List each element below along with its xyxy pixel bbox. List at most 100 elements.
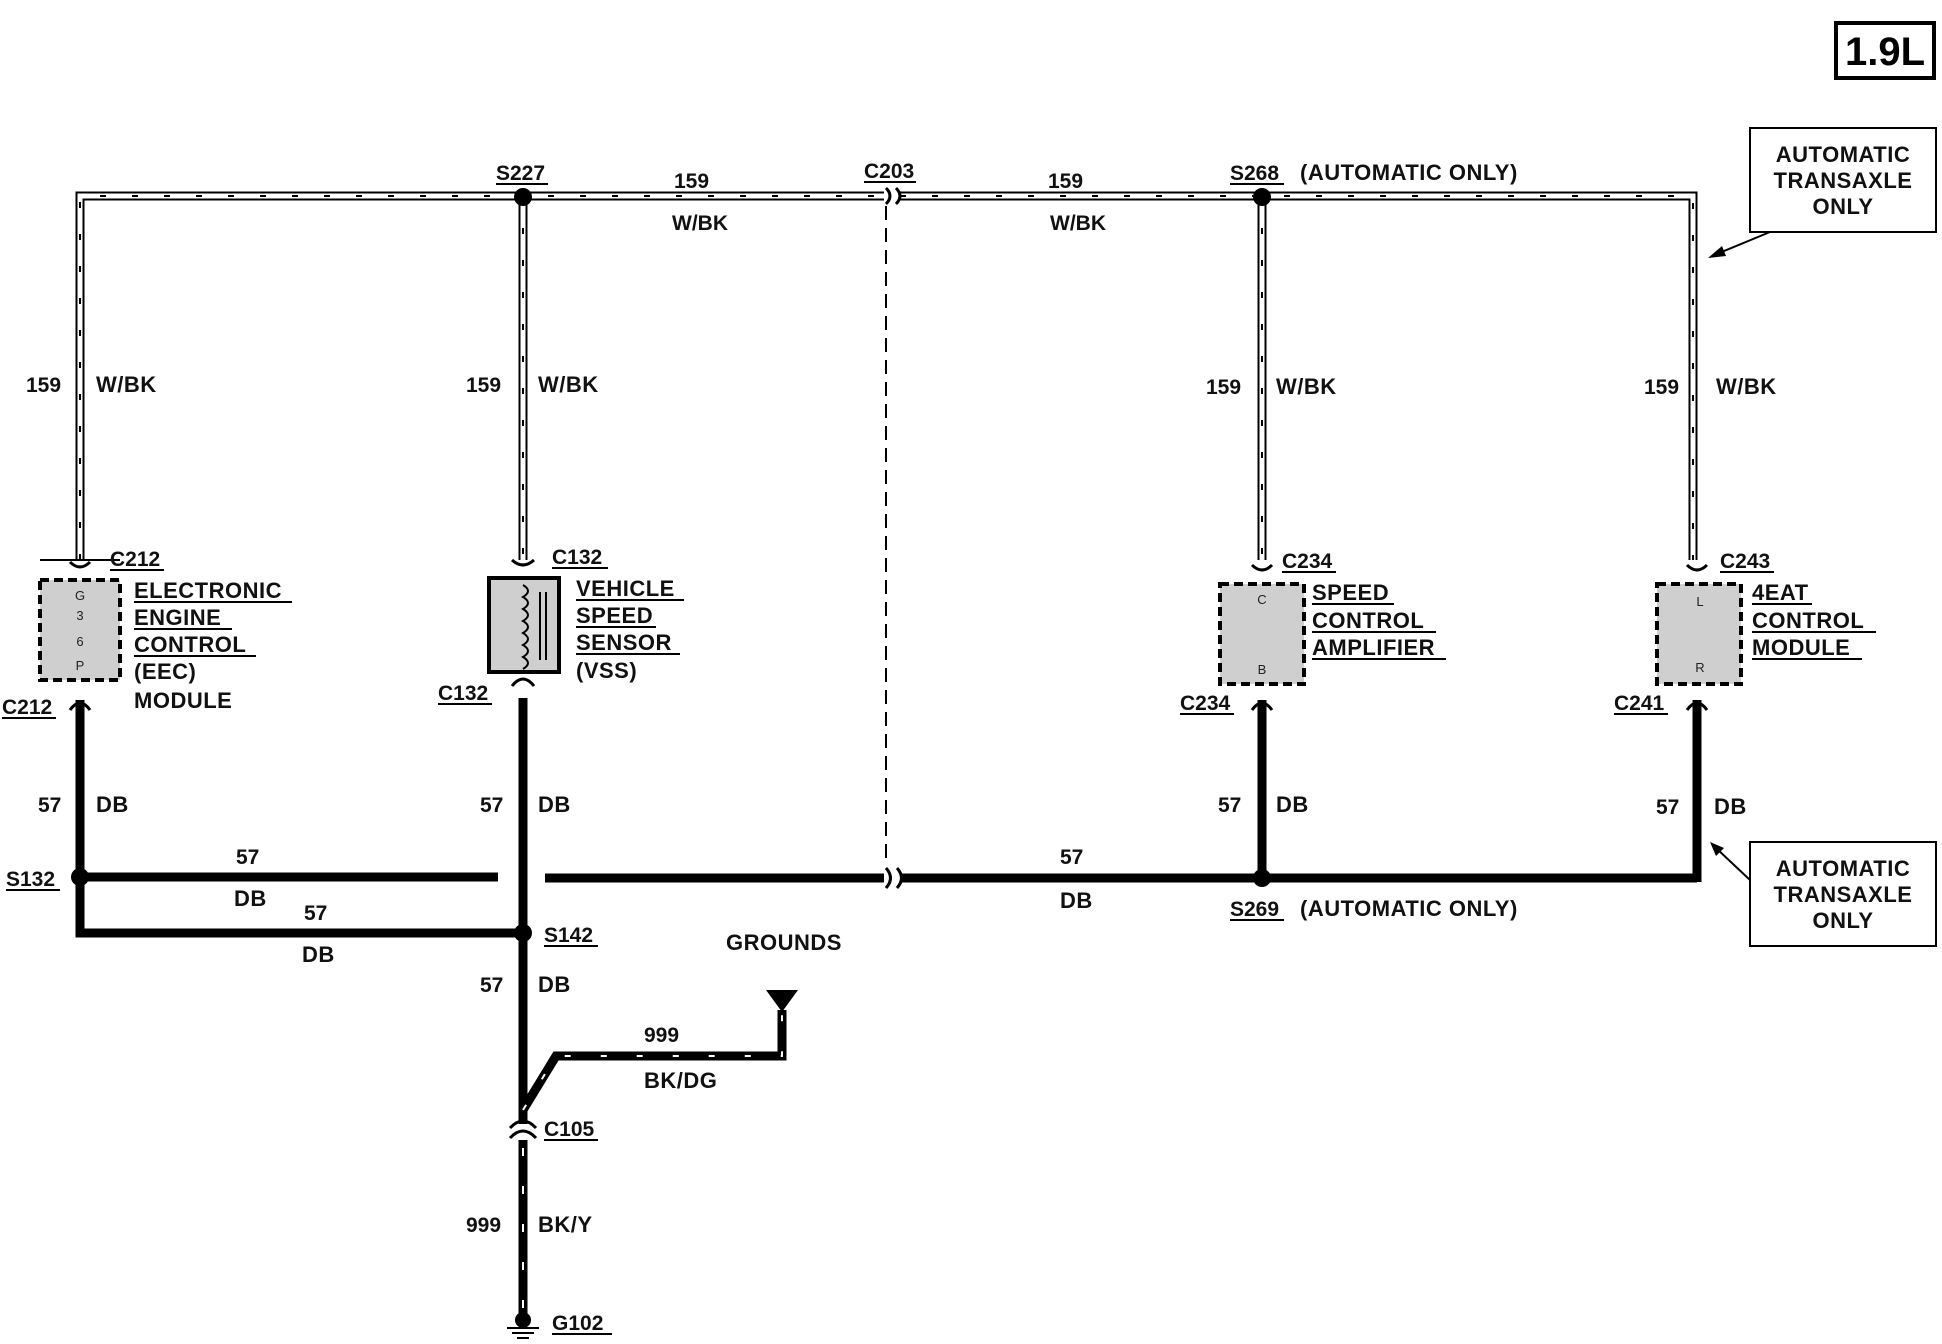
label-eec-line-4: (EEC) [134, 659, 196, 684]
label-d2-col: DB [538, 792, 571, 817]
label-h1-num: 57 [236, 846, 259, 869]
ground-g102-icon [507, 1312, 539, 1339]
label-sca-c234-bottom: C234 [1180, 692, 1231, 715]
label-d3-num: 57 [1218, 794, 1241, 817]
label-v2-num: 159 [466, 374, 501, 397]
label-vss-c132-top: C132 [552, 546, 602, 569]
callout-top-line-3: ONLY [1812, 194, 1873, 219]
label-d5-num: 57 [480, 974, 503, 997]
ground-arrow-icon [766, 990, 798, 1012]
label-eec-line-1: ELECTRONIC [134, 578, 282, 603]
label-v1-num: 159 [26, 374, 61, 397]
callout-bottom-line-1: AUTOMATIC [1776, 856, 1910, 881]
label-h1-col: DB [234, 886, 267, 911]
label-vss-line-4: (VSS) [576, 658, 637, 683]
label-4eat-line-2: CONTROL [1752, 608, 1864, 633]
label-g102: G102 [552, 1312, 603, 1335]
splice-s142 [514, 924, 532, 942]
label-h2-num: 57 [304, 902, 327, 925]
label-s227: S227 [496, 162, 545, 185]
4eat-pin-r: R [1695, 660, 1704, 675]
label-v4-col: W/BK [1716, 374, 1777, 399]
connector-c203-db [884, 866, 903, 890]
label-sca-c234-top: C234 [1282, 550, 1333, 573]
label-d2-num: 57 [480, 794, 503, 817]
label-eec-c212-bottom: C212 [2, 696, 52, 719]
eec-module: G 3 6 P [38, 559, 122, 711]
label-4eat-c243: C243 [1720, 550, 1770, 573]
label-bky: BK/Y [538, 1212, 593, 1237]
label-v3-num: 159 [1206, 376, 1241, 399]
label-h3-col: DB [1060, 888, 1093, 913]
label-4eat-c241: C241 [1614, 692, 1665, 715]
label-sca-line-3: AMPLIFIER [1312, 635, 1435, 660]
label-4eat-line-3: MODULE [1752, 635, 1850, 660]
label-s269-note: (AUTOMATIC ONLY) [1300, 896, 1518, 921]
eec-pin-3: 6 [76, 634, 83, 649]
4eat-pin-l: L [1696, 594, 1703, 609]
label-c105: C105 [544, 1118, 595, 1141]
label-d4-num: 57 [1656, 796, 1679, 819]
label-grounds: GROUNDS [726, 930, 842, 955]
callout-bottom-line-3: ONLY [1812, 908, 1873, 933]
label-159-a: 159 [674, 170, 709, 193]
4eat-control-module: L R [1655, 563, 1743, 711]
sca-pin-c: C [1257, 592, 1266, 607]
callout-arrow-icon [1708, 246, 1726, 258]
connector-c105 [508, 1119, 538, 1140]
label-999-b: 999 [466, 1214, 501, 1237]
wire-57-db [75, 698, 1702, 1128]
callout-top-line-2: TRANSAXLE [1774, 168, 1913, 193]
eec-pin-2: 3 [76, 608, 83, 623]
label-s132: S132 [6, 868, 55, 891]
label-v3-col: W/BK [1276, 374, 1337, 399]
label-eec-line-2: ENGINE [134, 605, 221, 630]
callout-arrow-icon [1710, 842, 1724, 856]
label-4eat-line-1: 4EAT [1752, 580, 1809, 605]
label-wbk-a: W/BK [672, 212, 728, 235]
callout-bottom-line-2: TRANSAXLE [1774, 882, 1913, 907]
label-h2-col: DB [302, 942, 335, 967]
label-vss-line-3: SENSOR [576, 630, 672, 655]
speed-control-amplifier: C B [1218, 563, 1306, 711]
label-eec-line-5: MODULE [134, 688, 232, 713]
label-d1-col: DB [96, 792, 129, 817]
vehicle-speed-sensor [487, 558, 561, 687]
label-s269: S269 [1230, 898, 1279, 921]
engine-badge-text: 1.9L [1845, 30, 1925, 74]
label-d1-num: 57 [38, 794, 61, 817]
label-d3-col: DB [1276, 792, 1309, 817]
label-d5-col: DB [538, 972, 571, 997]
label-s268: S268 [1230, 162, 1279, 185]
label-vss-line-1: VEHICLE [576, 576, 675, 601]
label-eec-c212-top: C212 [110, 548, 160, 571]
splice-s132 [71, 868, 89, 886]
label-sca-line-1: SPEED [1312, 580, 1389, 605]
callout-top: AUTOMATIC TRANSAXLE ONLY [1708, 127, 1937, 258]
splice-s269 [1253, 869, 1271, 887]
eec-pin-1: G [75, 588, 85, 603]
label-vss-c132-bottom: C132 [438, 682, 488, 705]
label-sca-line-2: CONTROL [1312, 608, 1424, 633]
splice-s268 [1253, 188, 1271, 206]
coil-icon [521, 584, 529, 670]
label-h3-num: 57 [1060, 846, 1083, 869]
callout-top-line-1: AUTOMATIC [1776, 142, 1910, 167]
label-bkdg: BK/DG [644, 1068, 717, 1093]
wire-999-bkdg [519, 990, 798, 1113]
splice-s227 [514, 188, 532, 206]
label-d4-col: DB [1714, 794, 1747, 819]
connector-c203 [884, 186, 902, 206]
sca-pin-b: B [1258, 662, 1267, 677]
label-999-a: 999 [644, 1024, 679, 1047]
label-v1-col: W/BK [96, 372, 157, 397]
label-vss-line-2: SPEED [576, 603, 653, 628]
eec-pin-4: P [76, 658, 85, 673]
label-eec-line-3: CONTROL [134, 632, 246, 657]
label-159-b: 159 [1048, 170, 1083, 193]
label-wbk-b: W/BK [1050, 212, 1106, 235]
engine-badge: 1.9L [1834, 21, 1936, 80]
label-s142: S142 [544, 924, 593, 947]
callout-bottom: AUTOMATIC TRANSAXLE ONLY [1710, 841, 1937, 947]
